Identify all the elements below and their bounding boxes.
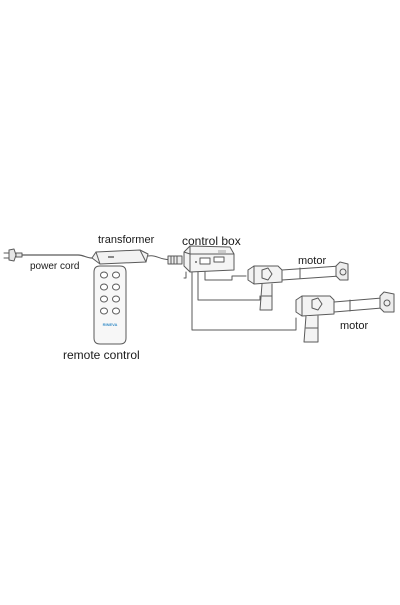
remote-button <box>112 295 120 303</box>
motor-label: motor <box>340 320 369 332</box>
control-box <box>183 245 235 273</box>
remote-button <box>112 307 120 315</box>
remote-button <box>100 271 108 279</box>
remote-control <box>93 265 127 345</box>
remote-button <box>100 295 108 303</box>
transformer <box>91 249 149 265</box>
motor-1 <box>247 261 349 311</box>
power-plug-icon <box>3 248 23 262</box>
transformer-label: transformer <box>98 234 155 246</box>
motor-2 <box>295 291 395 343</box>
remote-button <box>112 283 120 291</box>
remote-control-label: remote control <box>63 348 140 362</box>
control-box-label: control box <box>182 234 241 248</box>
motor-cable-3 <box>191 271 297 331</box>
motor-cable-1 <box>204 271 247 281</box>
remote-button <box>100 307 108 315</box>
connector-plug <box>167 255 183 265</box>
remote-button <box>100 283 108 291</box>
motor-label: motor <box>298 255 327 267</box>
remote-button <box>112 271 120 279</box>
remote-button-grid <box>100 271 120 315</box>
power-cord-label: power cord <box>30 261 80 272</box>
remote-brand-logo: RINEVA <box>102 322 118 327</box>
motor-cable-2 <box>197 271 261 301</box>
dc-cord <box>147 255 171 261</box>
power-cord <box>21 254 93 259</box>
